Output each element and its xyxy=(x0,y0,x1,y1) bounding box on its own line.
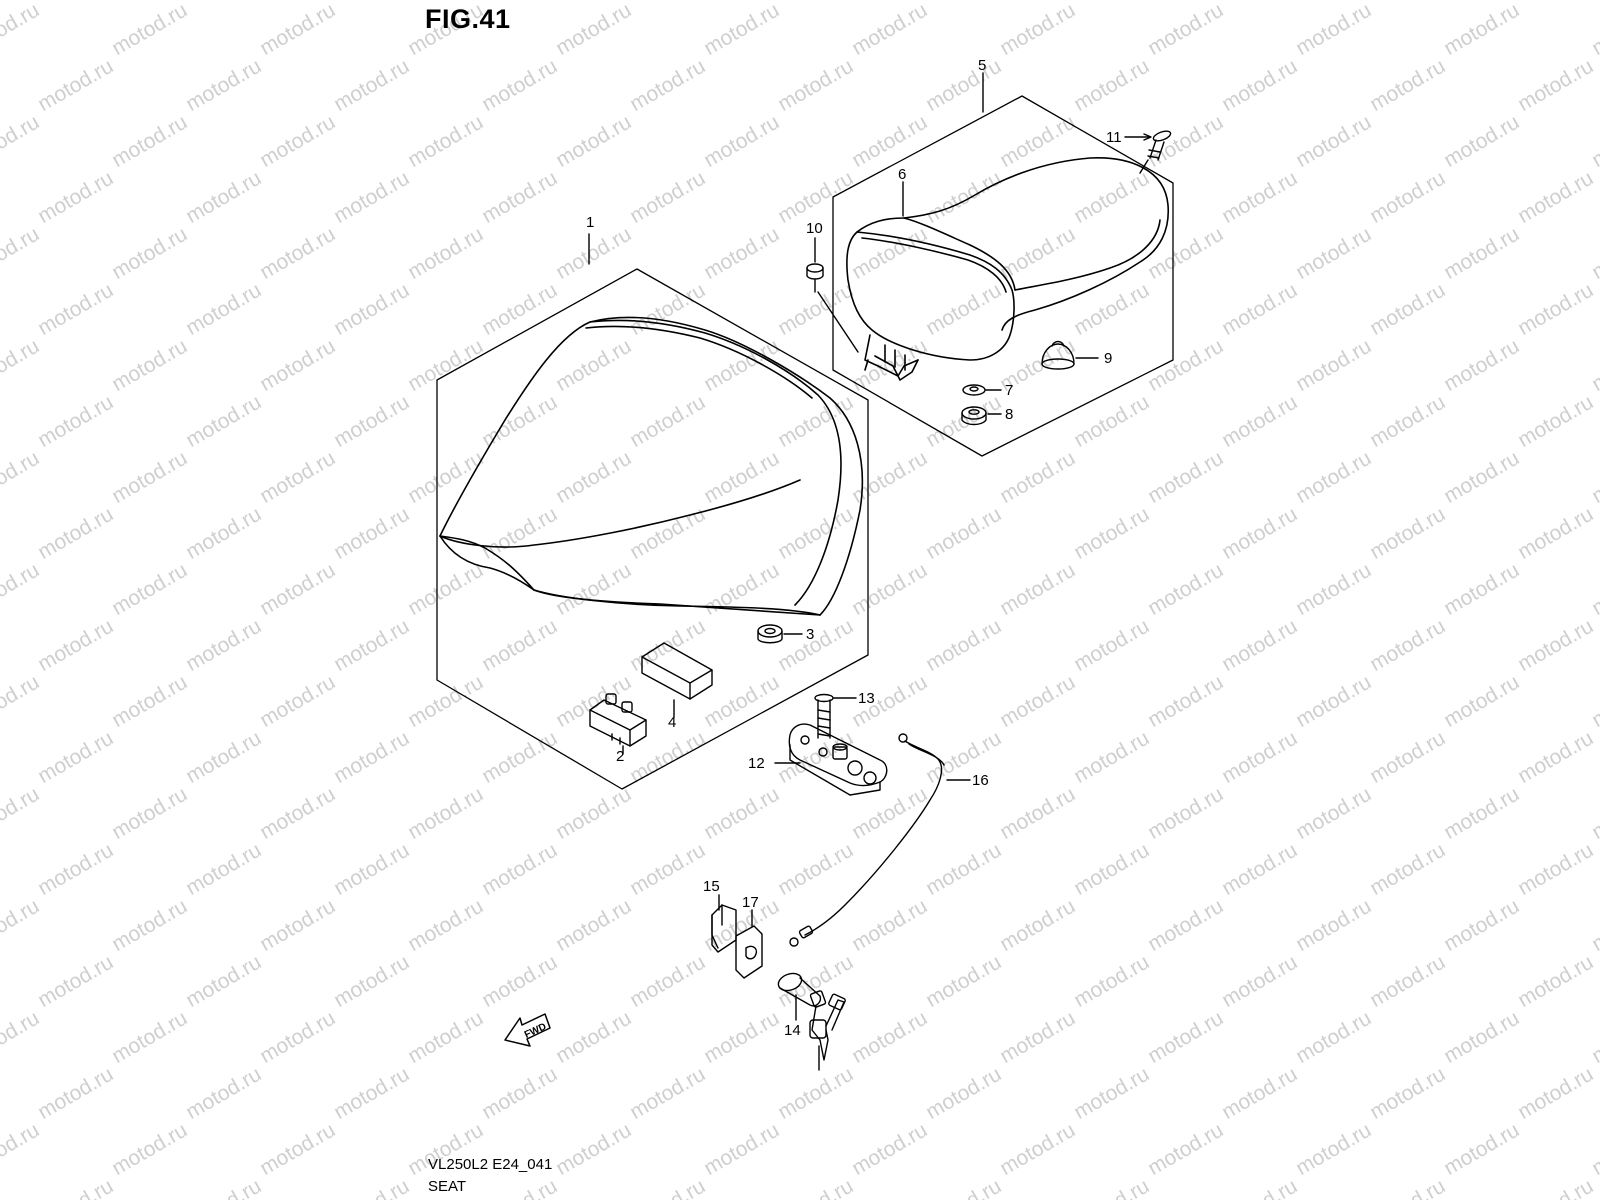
callout-16: 16 xyxy=(972,772,989,789)
part-2-damper xyxy=(589,693,647,755)
front-seat-part xyxy=(439,316,864,616)
callout-12: 12 xyxy=(748,755,765,772)
callout-3: 3 xyxy=(806,626,815,643)
callout-16-17: 17 xyxy=(742,894,759,911)
callout-7: 7 xyxy=(1005,382,1014,399)
drawing-code: VL250L2 E24_041 xyxy=(428,1156,553,1173)
callout-9: 9 xyxy=(1104,350,1113,367)
rear-seat-part xyxy=(846,157,1170,381)
callout-6: 6 xyxy=(898,166,907,183)
part-8-nut xyxy=(961,406,1002,426)
callout-2: 2 xyxy=(616,748,625,765)
part-11-screw xyxy=(1124,130,1172,174)
callout-8: 8 xyxy=(1005,406,1014,423)
figure-caption: SEAT xyxy=(428,1178,467,1195)
figure-title: FIG.41 xyxy=(425,4,511,34)
part-10-bolt xyxy=(806,237,859,353)
part-14-lock-and-keys xyxy=(777,972,846,1071)
callout-4: 4 xyxy=(668,714,677,731)
callout-10: 10 xyxy=(806,220,823,237)
part-17-cover xyxy=(735,909,763,979)
fwd-direction-arrow: FWD xyxy=(504,1013,551,1047)
callout-15: 15 xyxy=(703,878,720,895)
part-13-screw xyxy=(814,693,857,739)
callout-11: 11 xyxy=(1106,129,1122,146)
part-7-washer xyxy=(962,384,1002,396)
part-9-cushion xyxy=(1041,340,1099,370)
rear-seat-group-box xyxy=(832,72,1174,457)
callout-14: 14 xyxy=(784,1022,801,1039)
part-12-lock-plate xyxy=(774,723,888,796)
part-16-cable xyxy=(789,733,971,947)
part-15-clip xyxy=(711,894,737,953)
callout-5: 5 xyxy=(978,57,987,74)
part-4-pad xyxy=(641,642,713,718)
part-3-cushion xyxy=(757,624,803,644)
callout-13: 13 xyxy=(858,690,875,707)
callout-1: 1 xyxy=(586,214,595,231)
front-seat-group-box xyxy=(436,233,869,790)
